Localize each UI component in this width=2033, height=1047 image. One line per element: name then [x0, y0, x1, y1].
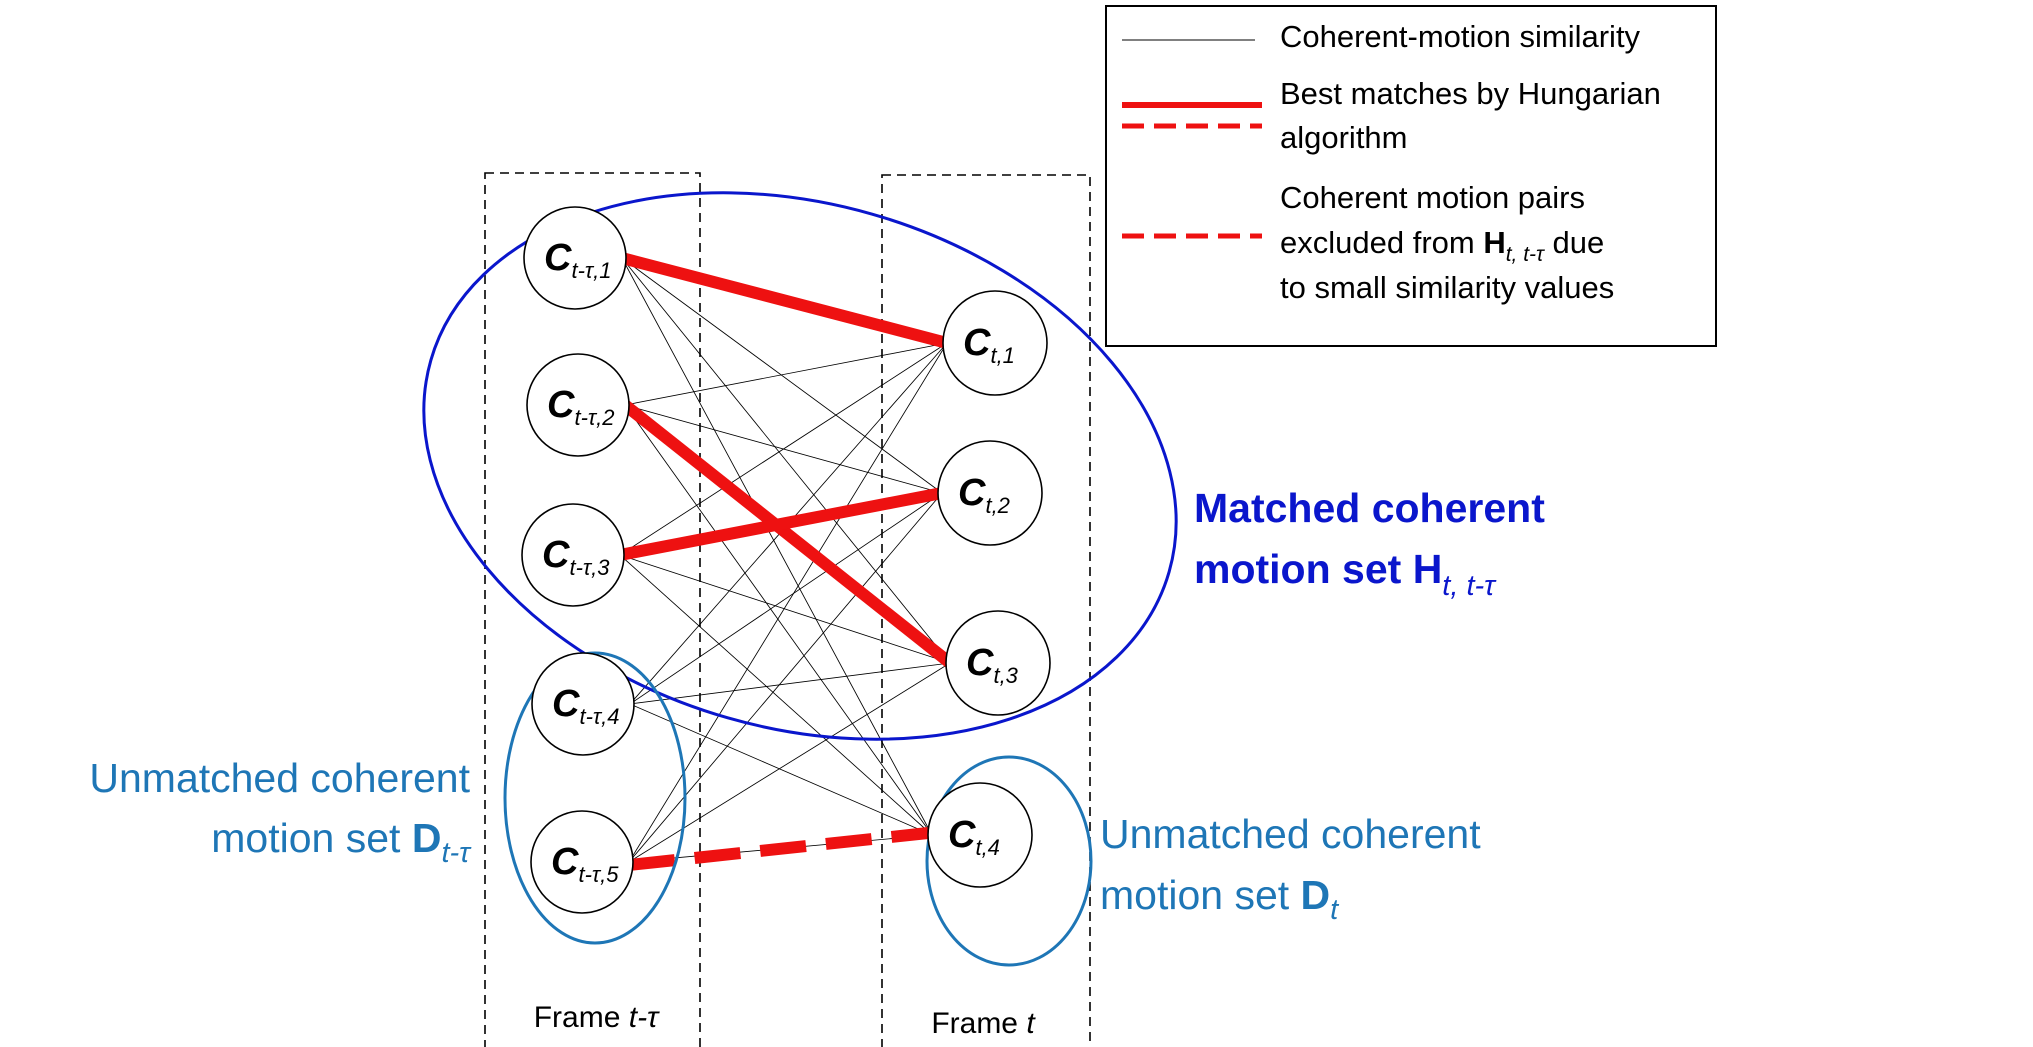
node-right-3: Ct,3	[945, 610, 1051, 716]
unmatched-left-set-label-line2: motion set Dt-τ	[211, 815, 472, 869]
node-label: Ct-τ,5	[551, 841, 619, 887]
legend-best-label-line1: Best matches by Hungarian	[1280, 76, 1661, 111]
node-label: Ct-τ,1	[544, 237, 611, 283]
node-left-5: Ct-τ,5	[530, 810, 634, 914]
similarity-edge-3-1	[619, 342, 948, 556]
node-label: Ct-τ,3	[542, 534, 610, 580]
node-circle	[945, 610, 1051, 716]
node-label: Ct,3	[966, 642, 1019, 688]
node-right-1: Ct,1	[942, 290, 1048, 396]
frame-t-minus-tau-box	[484, 172, 701, 1047]
node-circle	[521, 503, 625, 607]
best-match-edge-1-1	[620, 252, 949, 349]
node-left-3: Ct-τ,3	[521, 503, 625, 607]
node-label: Ct,2	[958, 472, 1010, 518]
node-label: Ct-τ,2	[547, 384, 614, 430]
best-match-edges	[618, 252, 954, 871]
node-circle	[530, 810, 634, 914]
node-left-4: Ct-τ,4	[531, 652, 635, 756]
similarity-edge-3-4	[619, 554, 933, 836]
frame-t-minus-tau-label: Frame t-τ	[534, 1001, 660, 1034]
legend: Coherent-motion similarity Best matches …	[1105, 5, 1717, 347]
legend-best-label-line2: algorithm	[1280, 120, 1408, 155]
unmatched-right-set-ellipse	[925, 755, 1093, 967]
node-circle	[523, 206, 627, 310]
node-label: Ct,4	[948, 814, 1000, 860]
unmatched-right-set-label-line1: Unmatched coherent	[1100, 811, 1481, 857]
best-match-edge-3-2	[618, 487, 944, 561]
similarity-edge-3-3	[619, 554, 951, 664]
similarity-edge-1-2	[621, 257, 943, 494]
node-label: Ct-τ,4	[552, 683, 619, 729]
matched-set-label-line1: Matched coherent	[1194, 485, 1545, 531]
matched-set-label-line2: motion set Ht, t-τ	[1194, 546, 1497, 602]
node-label: Ct,1	[963, 322, 1015, 368]
node-right-4: Ct,4	[927, 782, 1033, 888]
excluded-pair-edge-5-4	[628, 827, 929, 871]
similarity-edge-4-2	[629, 492, 943, 705]
similarity-edge-4-4	[629, 703, 933, 836]
matched-set-ellipse	[422, 191, 1178, 741]
similarity-edge-2-1	[624, 342, 948, 406]
unmatched-left-set-label-line1: Unmatched coherent	[89, 755, 470, 801]
legend-similarity-label: Coherent-motion similarity	[1280, 19, 1641, 54]
legend-excluded-label-line1: Coherent motion pairs	[1280, 180, 1585, 215]
node-circle	[927, 782, 1033, 888]
node-circle	[937, 440, 1043, 546]
unmatched-left-set-ellipse	[503, 651, 687, 945]
legend-excluded-label-line3: to small similarity values	[1280, 270, 1614, 305]
node-left-2: Ct-τ,2	[526, 353, 630, 457]
node-circle	[531, 652, 635, 756]
frame-t-box	[881, 174, 1091, 1047]
node-circle	[526, 353, 630, 457]
unmatched-right-set-label-line2: motion set Dt	[1100, 872, 1340, 926]
similarity-edge-5-2	[628, 492, 943, 863]
best-match-edge-2-3	[621, 400, 954, 668]
frame-t-label: Frame t	[931, 1007, 1036, 1040]
node-layer: Ct-τ,1Ct-τ,2Ct-τ,3Ct-τ,4Ct-τ,5 Ct,1Ct,2Ct…	[521, 206, 1051, 914]
similarity-edge-5-1	[628, 342, 948, 863]
node-left-1: Ct-τ,1	[523, 206, 627, 310]
similarity-edge-4-3	[629, 662, 951, 705]
legend-excluded-label-line2: excluded from Ht, t-τ due	[1280, 225, 1604, 266]
node-right-2: Ct,2	[937, 440, 1043, 546]
node-circle	[942, 290, 1048, 396]
similarity-edge-1-3	[621, 257, 951, 664]
similarity-edge-2-4	[624, 404, 933, 836]
legend-box	[1105, 5, 1717, 347]
similarity-edges	[619, 257, 951, 863]
